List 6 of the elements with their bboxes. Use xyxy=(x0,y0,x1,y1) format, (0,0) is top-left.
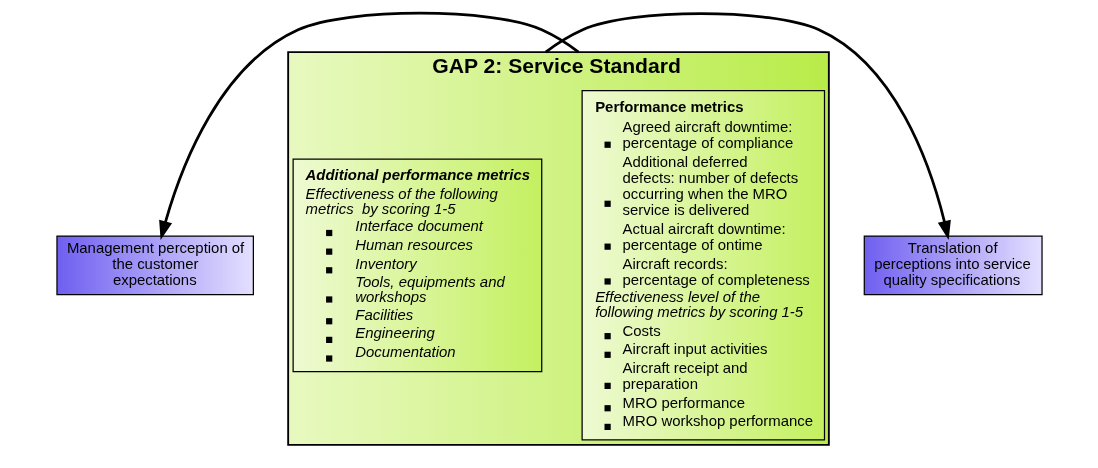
node-box: Translation of perceptions into service quality specifications xyxy=(863,235,1043,296)
node-box: Performance metrics Agreed aircraft downtime: percentage of compliance Additional deferred defects: number of defects occurring when the MRO service is delivered Actual aircraft downtime: percentage of ontime Aircraft records: percentage of completeness Effectiveness level of the following metrics by scoring 1-5 Costs Aircraft input activities Aircraft receipt and preparation MRO performance MRO workshop performance xyxy=(581,90,825,441)
node-box: Additional performance metrics Effectiveness of the following metrics by scoring 1-5 Interface document Human resources Inventory Tools, equipments and workshops Facilities Engineering Documentation xyxy=(292,158,542,373)
arrow xyxy=(158,11,579,240)
node-box: Management perception of the customer expectations xyxy=(55,235,254,296)
arrow xyxy=(544,12,951,240)
